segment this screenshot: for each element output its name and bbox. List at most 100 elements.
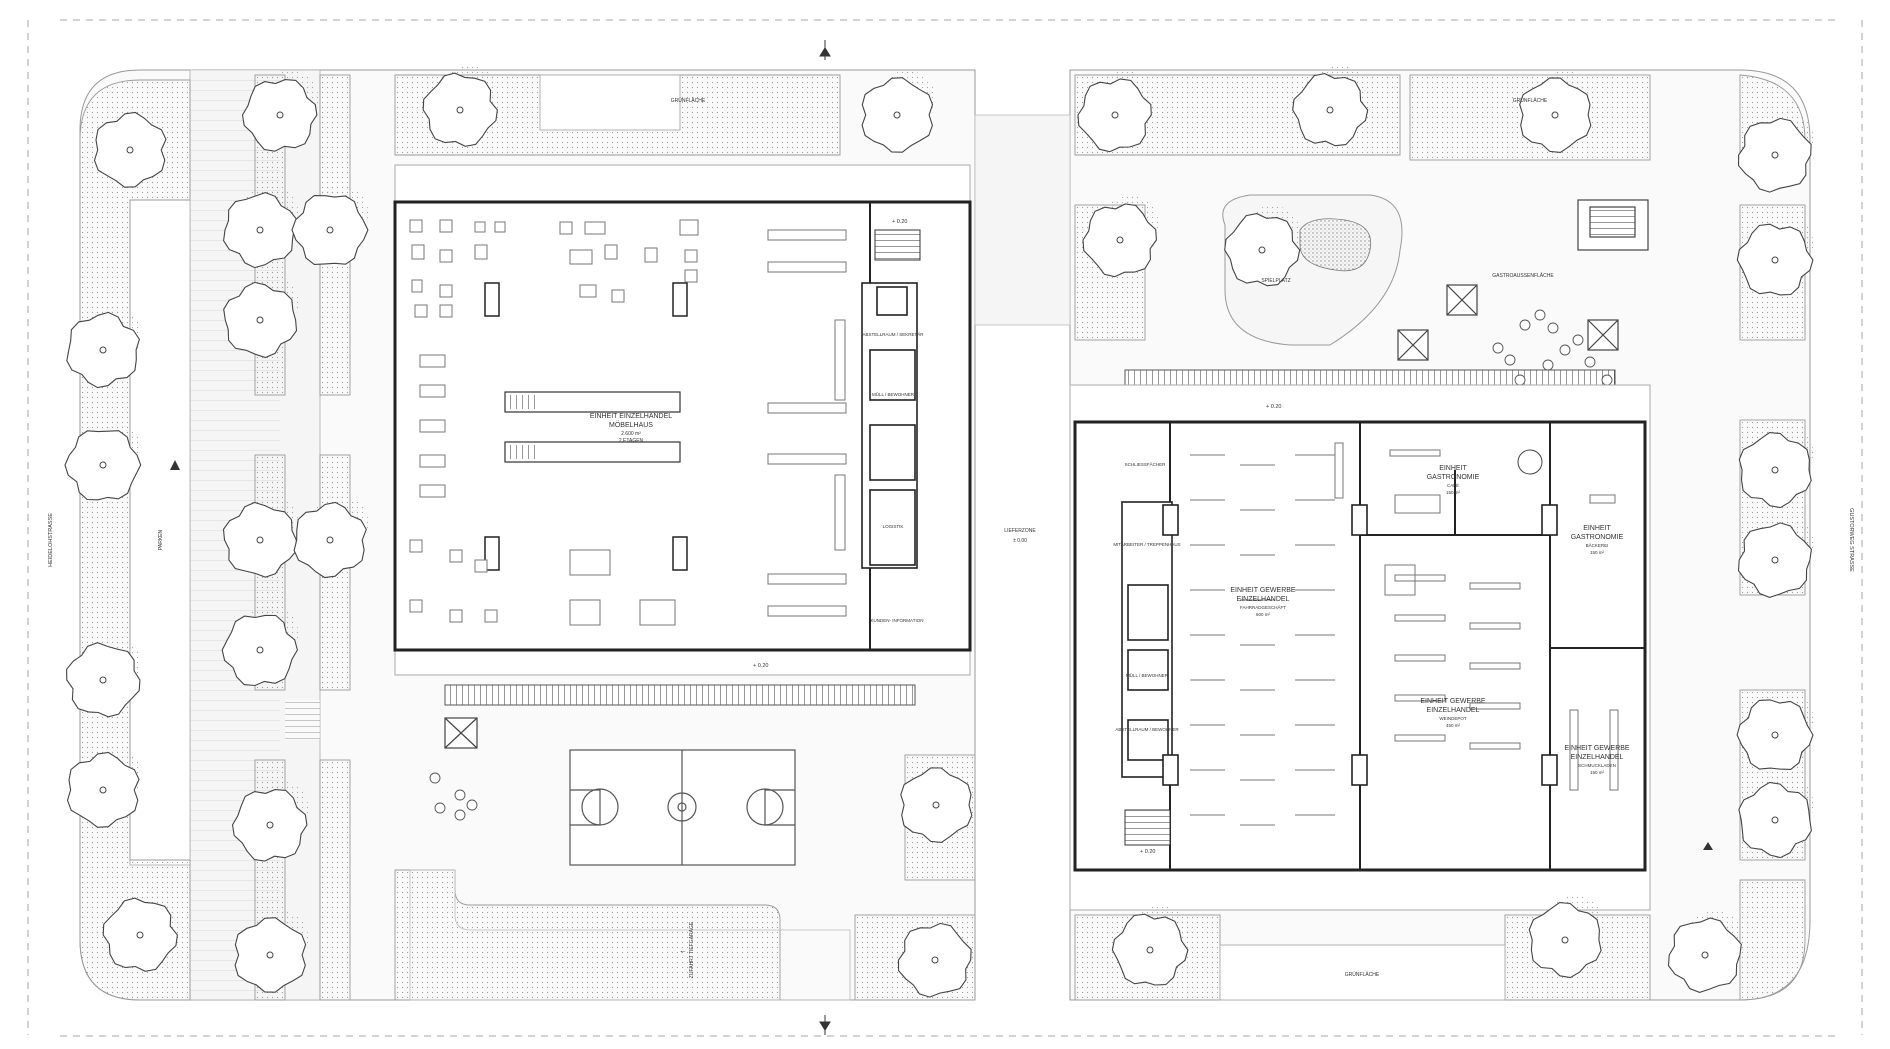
- table-circle: [1492, 342, 1504, 354]
- tree-icon: [1528, 895, 1604, 979]
- unit2-area: 150 m²: [1446, 490, 1461, 495]
- furniture-block: [604, 244, 618, 260]
- tree-icon: [861, 70, 936, 153]
- tree-icon: [93, 105, 169, 188]
- bldg-a-room-storage: ABSTELLRAUM / SEKRETÄR: [862, 331, 924, 337]
- tree-icon: [1077, 70, 1154, 153]
- loading-level-label: ± 0.00: [1013, 538, 1027, 544]
- furniture-block: [409, 599, 423, 613]
- furniture-block: [639, 599, 676, 626]
- table-circle: [1572, 334, 1584, 346]
- furniture-block: [419, 419, 446, 433]
- furniture-block: [419, 354, 446, 368]
- table-circle: [454, 809, 466, 821]
- tree-icon: [1738, 775, 1814, 859]
- bike-rack-a: [444, 684, 916, 706]
- table-circle: [1584, 356, 1596, 368]
- tree-icon: [66, 635, 142, 718]
- furniture-block: [684, 269, 698, 283]
- table-circle: [1534, 309, 1546, 321]
- furniture-block: [484, 609, 498, 623]
- tree-icon: [221, 605, 299, 687]
- unit1-sub: FAHRRADGESCHÄFT: [1240, 604, 1286, 610]
- furniture-block: [569, 249, 593, 265]
- unit3-title: EINHEIT: [1583, 525, 1611, 532]
- lower-access-road: [409, 869, 851, 1001]
- labels: HEIDELOHSTRASSE GUSTORWEG STRASSE PARKEN…: [48, 97, 1854, 978]
- tree-icon: [1519, 70, 1594, 153]
- tree-icon: [293, 495, 369, 579]
- table-circle: [1547, 322, 1559, 334]
- bldg-a-room-info: KUNDEN- INFORMATION: [871, 618, 924, 623]
- bldg-a-unit-name: MÖBELHAUS: [609, 421, 653, 429]
- bldg-a-unit-title: EINHEIT EINZELHANDEL: [590, 413, 672, 420]
- bldg-a-room-waste: MÜLL / BEWOHNER: [872, 391, 915, 397]
- unit4-title: EINHEIT GEWERBE: [1420, 698, 1486, 705]
- furniture-block: [439, 219, 453, 233]
- shelf-block: [1389, 449, 1441, 457]
- gastro-terrace-label: GASTROAUSSENFLÄCHE: [1492, 272, 1554, 279]
- trees: [64, 65, 1814, 998]
- furniture-block: [419, 484, 446, 498]
- furniture-block: [411, 279, 423, 293]
- furniture-block: [409, 539, 423, 553]
- tree-icon: [66, 745, 142, 828]
- sports-court: [569, 749, 796, 866]
- furniture-block: [559, 221, 573, 235]
- furniture-block: [579, 284, 597, 298]
- bldg-b-room-storage: ABSTELLRAUM / BEWOHNER: [1115, 727, 1179, 732]
- unit4-area: 450 m²: [1446, 723, 1461, 728]
- bldg-b-room-locks: SCHLIESSFÄCHER: [1125, 461, 1167, 467]
- tree-icon: [1224, 205, 1301, 287]
- furniture-block: [569, 599, 601, 626]
- shelf-block: [1334, 442, 1344, 499]
- furniture-block: [449, 549, 463, 563]
- tree-icon: [1082, 195, 1159, 278]
- furniture-block: [419, 454, 446, 468]
- furniture-block: [439, 249, 453, 263]
- unit3-type: GASTRONOMIE: [1571, 534, 1624, 541]
- tree-icon: [897, 915, 974, 998]
- tree-icon: [1738, 110, 1814, 193]
- table-circle: [1519, 319, 1531, 331]
- shelf-block: [1469, 622, 1521, 630]
- table-circle: [466, 799, 478, 811]
- bldg-b-room-waste: MÜLL / BEWOHNER: [1126, 672, 1169, 678]
- tree-icon: [1667, 910, 1744, 993]
- unit2-type: GASTRONOMIE: [1427, 474, 1480, 481]
- lower-road-label: ZUFAHRT TIEFGARAGE: [689, 921, 695, 978]
- unit1-area: 600 m²: [1256, 612, 1271, 617]
- bldg-a-unit-area: 2.600 m²: [621, 431, 641, 437]
- table-circle: [1504, 354, 1516, 366]
- furniture-block: [679, 219, 699, 236]
- building-b: [1069, 384, 1651, 911]
- tree-icon: [231, 780, 309, 862]
- shelf-block: [1394, 654, 1446, 662]
- unit1-type: EINZELHANDEL: [1237, 596, 1290, 603]
- tree-icon: [291, 185, 369, 265]
- tree-icon: [241, 70, 319, 152]
- furniture-block: [411, 244, 425, 260]
- bldg-a-unit-floors: 2 ETAGEN: [619, 438, 644, 444]
- furniture-block: [449, 609, 463, 623]
- tree-icon: [1737, 515, 1814, 598]
- unit5-type: EINZELHANDEL: [1571, 754, 1624, 761]
- tree-icon: [234, 910, 309, 993]
- furniture-block: [684, 249, 698, 263]
- unit5-title: EINHEIT GEWERBE: [1564, 745, 1630, 752]
- unit1-title: EINHEIT GEWERBE: [1230, 587, 1296, 594]
- furniture-block: [439, 304, 453, 318]
- table-circle: [454, 789, 466, 801]
- shelf-block: [1469, 742, 1521, 750]
- tree-icon: [900, 760, 975, 843]
- tree-icon: [1736, 690, 1814, 770]
- unit4-sub: WEINDEPOT: [1439, 716, 1467, 721]
- furniture-block: [611, 289, 625, 303]
- furniture-block: [584, 221, 606, 235]
- shelf-block: [1589, 494, 1616, 504]
- bldg-a-room-logistics: LOGISTIK: [883, 524, 904, 529]
- tree-icon: [222, 495, 299, 578]
- shelf-block: [1469, 702, 1521, 710]
- furniture-block: [644, 247, 658, 263]
- north-road: [974, 114, 1071, 326]
